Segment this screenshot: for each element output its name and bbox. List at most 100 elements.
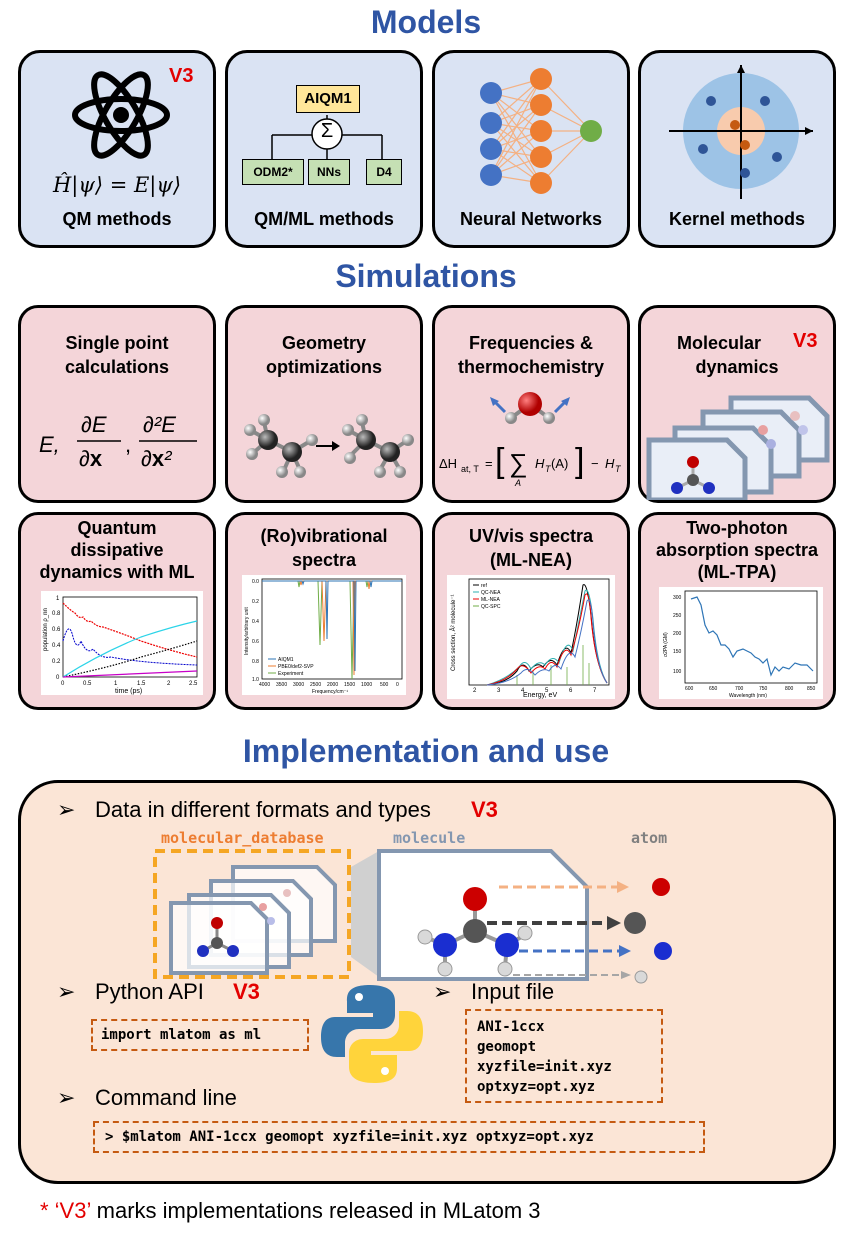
single-point-card: Single point calculations E, ∂E ∂x , ∂²E… xyxy=(18,305,216,503)
uvvis-xlabel: Energy, eV xyxy=(523,692,557,699)
atom-icon xyxy=(72,71,170,159)
uvvis-legend-ref: ref xyxy=(481,583,487,589)
tpa-ytick: 200 xyxy=(673,631,682,637)
tpa-card: Two-photon absorption spectra (ML-TPA) σ… xyxy=(638,512,836,710)
footnote: * ‘V3’ marks implementations released in… xyxy=(40,1198,541,1224)
svg-text:ΔH: ΔH xyxy=(439,456,457,471)
rovib-xlabel: Frequency/cm⁻¹ xyxy=(312,689,348,695)
svg-text:−: − xyxy=(591,456,599,471)
svg-text:,: , xyxy=(125,432,131,457)
models-title: Models xyxy=(370,4,482,40)
bullet-icon: ➢ xyxy=(57,1085,76,1110)
svg-text:∂²E: ∂²E xyxy=(143,412,176,437)
svg-text:∂x²: ∂x² xyxy=(141,446,172,471)
tpa-ylabel: σ2PA (GM) xyxy=(663,632,669,657)
svg-text:H: H xyxy=(535,456,545,471)
tpa-xtick: 600 xyxy=(685,686,694,692)
v3-badge: V3 xyxy=(169,65,194,87)
rovibrational-card: (Ro)vibrational spectra Intensity/arbitr… xyxy=(225,512,423,710)
svg-text:∂E: ∂E xyxy=(81,412,107,437)
tpa-xtick: 650 xyxy=(709,686,718,692)
qdd-xtick: 0.5 xyxy=(83,681,92,687)
uvvis-legend-qcspc: QC-SPC xyxy=(481,604,501,610)
implementation-title: Implementation and use xyxy=(242,733,610,769)
water-vibration-icon xyxy=(490,392,570,424)
implementation-panel: ➢ Data in different formats and types V3… xyxy=(18,780,836,1184)
tpa-xtick: 750 xyxy=(759,686,768,692)
molecule-label: molecule xyxy=(393,829,466,847)
qmml-methods-label: QM/ML methods xyxy=(254,209,394,229)
rovib-xtick: 0 xyxy=(396,682,399,688)
v3-badge: V3 xyxy=(471,797,498,822)
bullet-icon: ➢ xyxy=(57,797,76,822)
svg-text:at, T: at, T xyxy=(461,464,479,474)
uvvis-legend-qcnea: QC-NEA xyxy=(481,590,501,596)
uvvis-xtick: 5 xyxy=(545,688,549,694)
rovib-xtick: 2500 xyxy=(310,682,321,688)
uvvis-xtick: 7 xyxy=(593,688,597,694)
geometry-title-2: optimizations xyxy=(266,357,382,377)
svg-text:∑: ∑ xyxy=(509,448,528,478)
simulations-title: Simulations xyxy=(335,258,517,294)
qdd-xtick: 2 xyxy=(167,681,171,687)
qdd-xtick: 1 xyxy=(114,681,118,687)
tpa-plot-svg: σ2PA (GM) Wavelength (nm) 300 250 200 15… xyxy=(663,590,818,699)
uvvis-plot: Cross section, Å² molecule⁻¹ Energy, eV … xyxy=(447,575,615,699)
qdd-title-3: dynamics with ML xyxy=(39,562,195,582)
uvvis-xtick: 3 xyxy=(497,688,501,694)
tpa-xtick: 850 xyxy=(807,686,816,692)
input-line: optxyz=opt.xyz xyxy=(477,1079,596,1095)
svg-text:[: [ xyxy=(495,442,505,480)
tpa-title-2: absorption spectra xyxy=(655,540,819,560)
v3-badge: V3 xyxy=(793,330,818,352)
input-line: ANI-1ccx xyxy=(477,1019,545,1035)
kernel-methods-label: Kernel methods xyxy=(668,209,806,229)
svg-text:A: A xyxy=(514,478,521,488)
quantum-dissipative-card: Quantum dissipative dynamics with ML pop… xyxy=(18,512,216,710)
qdd-xtick: 1.5 xyxy=(137,681,146,687)
svg-text:T: T xyxy=(545,464,552,474)
svg-text:E,: E, xyxy=(39,432,60,457)
svg-text:]: ] xyxy=(575,442,584,480)
frequencies-title-2: thermochemistry xyxy=(457,357,605,377)
command-line-code: > $mlatom ANI-1ccx geomopt xyzfile=init.… xyxy=(93,1121,705,1153)
md-title-2: dynamics xyxy=(695,357,779,377)
rovib-plot: Intensity/arbitrary unit Frequency/cm⁻¹ … xyxy=(242,575,406,695)
rovib-ytick: 0.8 xyxy=(252,659,259,665)
rovib-xtick: 3000 xyxy=(293,682,304,688)
qdd-xtick: 0 xyxy=(61,681,65,687)
rovib-legend-aiqm1: AIQM1 xyxy=(278,657,294,663)
tpa-title-1: Two-photon xyxy=(686,518,788,538)
command-line-heading: Command line xyxy=(95,1085,237,1110)
rovib-ytick: 0.2 xyxy=(252,599,259,605)
sum-symbol: Σ xyxy=(320,120,334,142)
rovib-xtick: 1000 xyxy=(361,682,372,688)
input-line: xyzfile=init.xyz xyxy=(477,1059,612,1075)
v3-badge: V3 xyxy=(233,979,260,1004)
svg-text:∂x: ∂x xyxy=(79,446,103,471)
md-title-1: Molecular xyxy=(676,333,762,353)
nns-box: NNs xyxy=(308,159,350,185)
qdd-ylabel: population ρ_nn xyxy=(43,608,49,651)
uvvis-title-1: UV/vis spectra xyxy=(468,526,594,546)
qdd-ytick: 0.4 xyxy=(52,643,61,649)
ethane-optimization-icon xyxy=(244,414,414,478)
qdd-xlabel: time (ps) xyxy=(115,688,142,695)
uvvis-card: UV/vis spectra (ML-NEA) Cross section, Å… xyxy=(432,512,630,710)
tpa-ytick: 100 xyxy=(673,669,682,675)
tpa-xtick: 800 xyxy=(785,686,794,692)
qm-methods-label: QM methods xyxy=(62,209,172,229)
rovib-xtick: 3500 xyxy=(276,682,287,688)
qdd-title-1: Quantum xyxy=(77,518,157,538)
single-point-title-2: calculations xyxy=(64,357,170,377)
geometry-optimizations-card: Geometry optimizations xyxy=(225,305,423,503)
input-line: geomopt xyxy=(477,1039,537,1055)
frequencies-card: Frequencies & thermochemistry ΔH at, T =… xyxy=(432,305,630,503)
svg-text:H: H xyxy=(605,456,615,471)
d4-box: D4 xyxy=(366,159,402,185)
derivative-formula: E, ∂E ∂x , ∂²E ∂x² xyxy=(39,412,197,471)
md-frames-icon xyxy=(646,395,830,500)
tpa-plot: σ2PA (GM) Wavelength (nm) 300 250 200 15… xyxy=(659,587,823,699)
aiqm1-diagram xyxy=(271,115,383,159)
frequencies-title-1: Frequencies & xyxy=(468,333,594,353)
